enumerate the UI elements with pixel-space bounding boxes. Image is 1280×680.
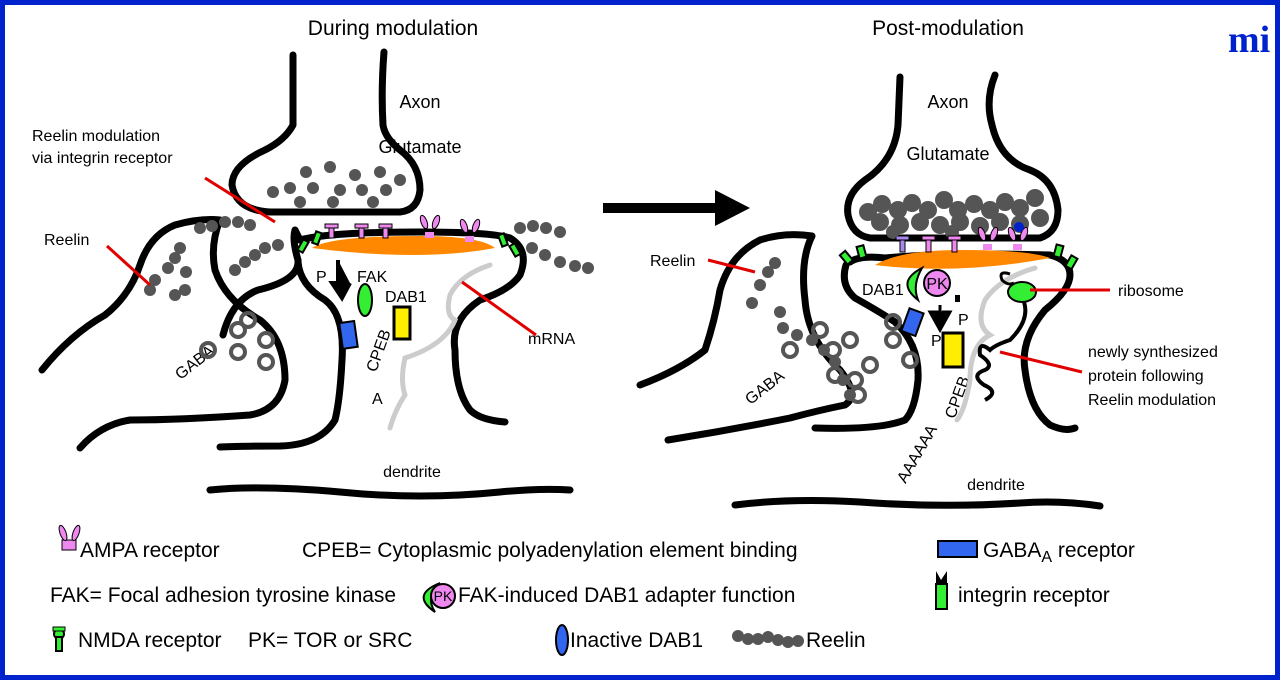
- legend-integrin-icon: [935, 571, 948, 610]
- right-pk-circle: [923, 269, 951, 297]
- legend-ampa-icon: [58, 524, 81, 551]
- left-reelin-label: Reelin: [44, 232, 89, 249]
- left-reelin-pointer: [105, 244, 152, 287]
- legend: AMPA receptor CPEB= Cytoplasmic polyaden…: [50, 524, 1135, 656]
- right-gaba-terminal-membrane: [636, 231, 855, 444]
- right-dab1-crescent: [906, 265, 925, 304]
- right-panel-title: Post-modulation: [872, 17, 1024, 40]
- left-mrna-strand: [387, 262, 493, 431]
- right-axon-membrane: [844, 71, 1062, 242]
- legend-gabaa-label: GABAA receptor: [983, 539, 1135, 566]
- left-gabaa-receptor: [338, 319, 359, 350]
- right-polya-label: AAAAAA: [894, 422, 941, 486]
- right-axon-label: Axon: [927, 92, 968, 112]
- legend-gabaa-prefix: GABA: [983, 539, 1041, 562]
- legend-pk-icon-text: PK: [434, 588, 453, 604]
- left-panel-title: During modulation: [308, 17, 478, 40]
- left-gaba-terminal-membrane: [38, 216, 289, 452]
- right-reelin-in-gaba: [746, 257, 856, 401]
- left-panel: During modulation Axon Glutamate Reelin …: [32, 17, 594, 500]
- right-protein-label-3: Reelin modulation: [1088, 392, 1216, 409]
- right-reelin-label: Reelin: [650, 253, 695, 270]
- right-new-protein: [975, 301, 1028, 402]
- left-postsynaptic-density: [312, 236, 495, 255]
- left-fak-label: FAK: [357, 269, 388, 286]
- left-ampa-receptors: [419, 214, 481, 242]
- left-nmda-receptors: [324, 223, 393, 239]
- right-dendrite-label: dendrite: [967, 477, 1025, 494]
- legend-gabaa-icon: [937, 540, 978, 558]
- right-postsynaptic-density: [875, 250, 1050, 269]
- left-glutamate-label: Glutamate: [378, 137, 461, 157]
- legend-reelin-icon: [732, 630, 804, 648]
- right-glutamate-label: Glutamate: [906, 144, 989, 164]
- right-p-label-1: P: [958, 312, 969, 329]
- right-panel: Post-modulation mi Axon Glutamate dendri…: [636, 17, 1270, 510]
- left-mrna-label: mRNA: [528, 331, 575, 348]
- right-pk-label: PK: [926, 276, 948, 293]
- left-gaba-vesicles: [199, 311, 275, 371]
- left-dendrite-shaft: [206, 484, 574, 500]
- legend-nmda-icon: [52, 626, 66, 652]
- right-protein-label-1: newly synthesized: [1088, 344, 1218, 361]
- right-phosphorylation-arrow: [927, 305, 953, 334]
- legend-fak-definition: FAK= Focal adhesion tyrosine kinase: [50, 584, 396, 607]
- left-dab1-label: DAB1: [385, 289, 427, 306]
- legend-inactive-dab1-icon: [555, 624, 569, 656]
- left-reelin-chains: [194, 216, 594, 276]
- left-dendrite-label: dendrite: [383, 464, 441, 481]
- right-p-label-2: P: [931, 333, 942, 350]
- right-reelin-pointer: [707, 258, 756, 274]
- left-glutamate-vesicles: [267, 161, 406, 208]
- legend-ampa-label: AMPA receptor: [80, 539, 220, 562]
- left-a-label: A: [372, 391, 383, 408]
- right-dab1-box: [941, 331, 965, 369]
- left-reelin-note-line1: Reelin modulation: [32, 128, 160, 145]
- left-gaba-label: GABA: [172, 342, 218, 383]
- legend-fak-dab1-label: FAK-induced DAB1 adapter function: [458, 584, 795, 607]
- legend-fak-dab1-icon: PK: [422, 582, 456, 613]
- left-integrin-receptors: [296, 230, 522, 259]
- right-dendrite-shaft: [731, 497, 1104, 510]
- legend-cpeb-definition: CPEB= Cytoplasmic polyadenylation elemen…: [302, 539, 798, 562]
- right-mrna-strand: [954, 265, 1038, 423]
- left-mrna-pointer: [461, 280, 537, 337]
- left-phosphorylation-arrow: [328, 260, 352, 302]
- right-gaba-label: GABA: [742, 367, 788, 408]
- right-protein-label-2: protein following: [1088, 368, 1204, 385]
- transition-arrow: [603, 190, 750, 226]
- right-ribosome-label: ribosome: [1118, 283, 1184, 300]
- legend-gabaa-suffix: receptor: [1052, 539, 1135, 562]
- journal-logo: mi: [1228, 19, 1270, 61]
- left-spine-neck-membrane: [216, 258, 346, 451]
- legend-pk-definition: PK= TOR or SRC: [248, 629, 412, 652]
- left-fak-ellipse: [357, 283, 373, 317]
- right-protein-pointer: [999, 350, 1083, 374]
- legend-nmda-label: NMDA receptor: [78, 629, 222, 652]
- right-phosphate-marker: [955, 295, 960, 302]
- legend-gabaa-subscript: A: [1041, 549, 1052, 566]
- left-reelin-note-line2: via integrin receptor: [32, 150, 173, 167]
- right-ampa-receptors: [977, 222, 1029, 250]
- left-reelin-in-gaba: [144, 242, 192, 301]
- legend-integrin-label: integrin receptor: [958, 584, 1110, 607]
- right-nmda-receptors: [887, 226, 962, 253]
- left-axon-label: Axon: [399, 92, 440, 112]
- left-axon-membrane: [228, 48, 424, 216]
- legend-reelin-label: Reelin: [806, 629, 866, 652]
- right-ribosome: [1007, 281, 1037, 303]
- left-dab1-box: [392, 305, 412, 341]
- left-reelin-note-pointer: [204, 176, 276, 224]
- right-ribosome-cap: [999, 271, 1015, 286]
- legend-inactive-dab1-label: Inactive DAB1: [570, 629, 703, 652]
- right-integrin-receptors: [838, 243, 1079, 271]
- left-cpeb-label: CPEB: [364, 327, 395, 374]
- right-gabaa-receptor: [900, 307, 925, 338]
- right-dab1-label: DAB1: [862, 282, 904, 299]
- left-p-label: P: [316, 269, 327, 286]
